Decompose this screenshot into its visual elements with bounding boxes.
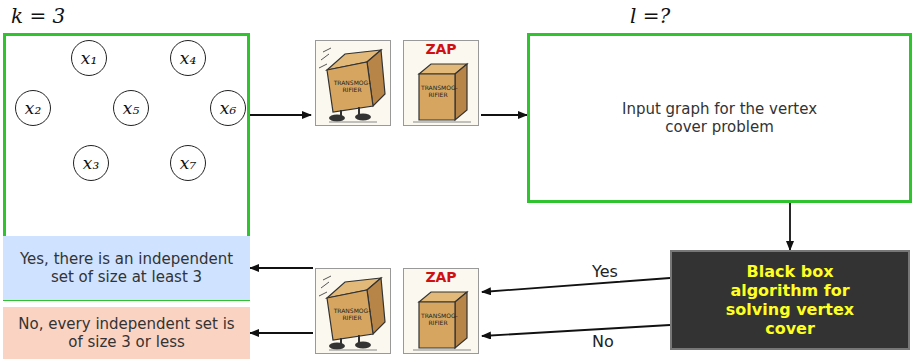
vertex-label: x₃ bbox=[83, 153, 99, 173]
vertex-circle: x₄ bbox=[170, 40, 206, 76]
edge-label: No bbox=[590, 332, 616, 351]
connector-segment bbox=[789, 203, 791, 250]
box-text: Black box algorithm for solving vertex c… bbox=[715, 262, 865, 339]
cartoon-panel bbox=[404, 41, 479, 126]
box-caption: TRANSMOG- RIFIER bbox=[333, 308, 371, 321]
vertex-circle: x₂ bbox=[15, 90, 51, 126]
box-text: Yes, there is an independent set of size… bbox=[11, 250, 242, 286]
yes-answer-box: Yes, there is an independent set of size… bbox=[3, 236, 250, 300]
box-caption: TRANSMOG- RIFIER bbox=[421, 313, 455, 326]
vertex-circle: x₆ bbox=[210, 90, 246, 126]
input-graph-box: l =?Input graph for the vertex cover pro… bbox=[527, 33, 912, 203]
cartoon-panel bbox=[316, 41, 391, 126]
connector-segment bbox=[482, 325, 670, 336]
vertex-circle: x₅ bbox=[113, 90, 149, 126]
cartoon-title: ZAP bbox=[421, 270, 461, 285]
vertex-circle: x₃ bbox=[73, 145, 109, 181]
vertex-label: x₇ bbox=[180, 153, 196, 173]
cartoon-panel bbox=[404, 269, 479, 354]
vertex-label: x₂ bbox=[25, 98, 41, 118]
box-caption: TRANSMOG- RIFIER bbox=[421, 85, 455, 98]
vertex-label: x₆ bbox=[220, 98, 236, 118]
vertex-label: x₄ bbox=[180, 48, 196, 68]
cartoon-title: ZAP bbox=[421, 42, 461, 57]
flow-arrow bbox=[790, 203, 791, 250]
connector-segment bbox=[250, 332, 313, 334]
connector-segment bbox=[482, 278, 670, 292]
cartoon-panel bbox=[316, 269, 391, 354]
flow-arrow bbox=[250, 115, 527, 116]
no-answer-box: No, every independent set is of size 3 o… bbox=[3, 307, 250, 359]
box-text: Input graph for the vertex cover problem bbox=[620, 100, 820, 136]
vertex-circle: x₇ bbox=[170, 145, 206, 181]
vertex-circle: x₁ bbox=[71, 40, 107, 76]
vertex-label: x₁ bbox=[81, 48, 97, 68]
black-box: Black box algorithm for solving vertex c… bbox=[670, 250, 910, 350]
connector-segment bbox=[250, 267, 313, 269]
box-text: No, every independent set is of size 3 o… bbox=[11, 315, 242, 351]
connector-segment bbox=[481, 114, 527, 116]
connector-segment bbox=[250, 114, 311, 116]
edge-label: Yes bbox=[590, 262, 620, 281]
box-caption: TRANSMOG- RIFIER bbox=[333, 80, 371, 93]
box-heading: l =? bbox=[630, 4, 670, 28]
box-heading: k = 3 bbox=[11, 4, 65, 28]
vertex-label: x₅ bbox=[123, 98, 139, 118]
